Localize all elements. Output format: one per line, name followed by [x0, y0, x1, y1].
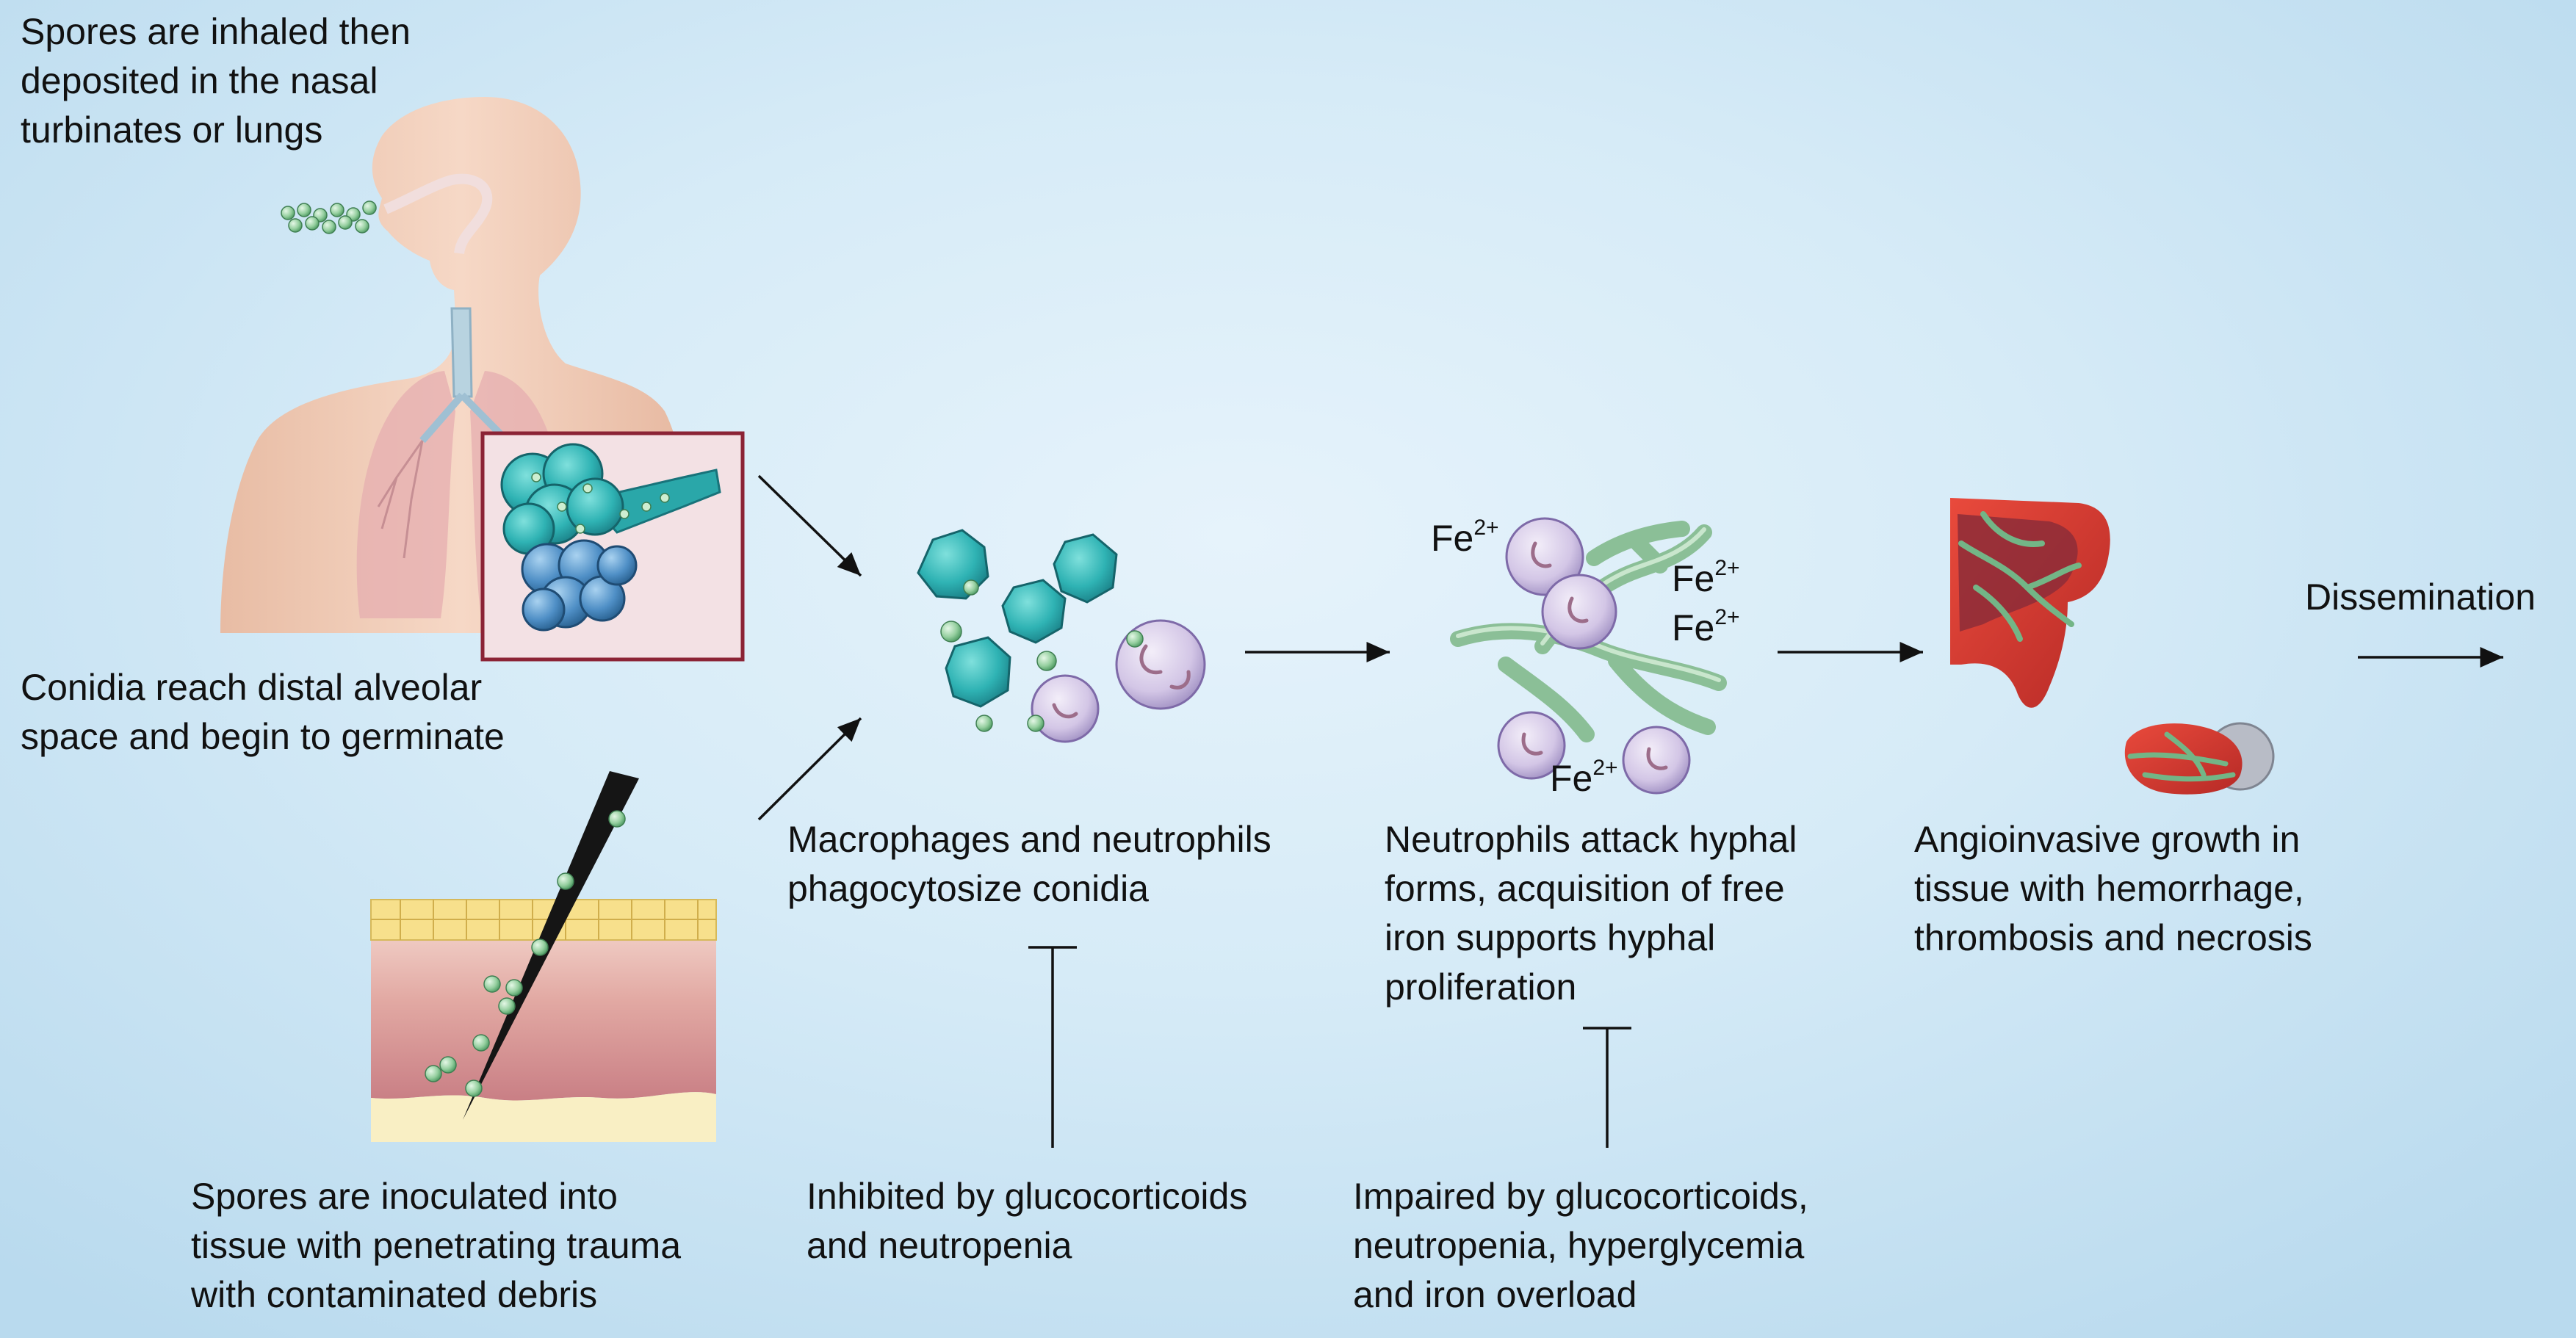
phagocytosis-inhibition: [1028, 946, 1077, 1148]
alveolar-sacs-blue: [521, 539, 638, 632]
attacking-neutrophils: [1497, 517, 1691, 795]
nasal-passage: [383, 173, 493, 255]
iron-ion-label: Fe2+: [1431, 516, 1499, 559]
step-inhalation-label: Spores are inhaled then deposited in the…: [21, 11, 411, 151]
alveolar-sacs-teal: [500, 443, 624, 555]
penetrating-object: [463, 771, 639, 1120]
fungal-hyphae: [1450, 521, 1727, 742]
step-alveolar-label: Conidia reach distal alveolar space and …: [21, 667, 505, 757]
skin-tissue: [371, 900, 716, 1101]
iron-ion-label: Fe2+: [1672, 605, 1740, 648]
attacking-neutrophil-nuclei: [1521, 541, 1668, 770]
inhibitor-phagocytosis-label: Inhibited by glucocorticoids and neutrop…: [807, 1176, 1248, 1266]
alveolus-inset: [480, 431, 745, 662]
hyphal-attack-inhibition: [1583, 1027, 1631, 1148]
alveolar-spores: [531, 472, 670, 534]
inhibition-bars: [1028, 946, 1631, 1148]
step-hyphal-attack-label: Neutrophils attack hyphal forms, acquisi…: [1385, 819, 1797, 1008]
subcutaneous-fat: [371, 1092, 716, 1142]
thrombus: [1958, 514, 2078, 632]
step-phagocytosis-label: Macrophages and neutrophils phagocytosiz…: [787, 819, 1271, 909]
iron-ion-label: Fe2+: [1550, 756, 1618, 799]
trachea: [450, 307, 473, 398]
inhibitor-hyphal-attack-label: Impaired by glucocorticoids, neutropenia…: [1353, 1176, 1808, 1315]
neutrophils: [1031, 619, 1206, 743]
hyphae-neutrophil-cluster: [1450, 517, 1727, 795]
skin-section-illustration: [370, 771, 717, 1142]
inhaled-spores: [281, 200, 377, 234]
phagocyte-cluster: [917, 529, 1206, 743]
angioinvasion-illustration: [1950, 498, 2275, 795]
neutrophil-nuclei: [1052, 644, 1191, 719]
arrow-alveolar-to-phagocytosis: [757, 474, 862, 577]
invading-hyphae: [1958, 511, 2082, 642]
step-dissemination-label: Dissemination: [2305, 576, 2536, 618]
flow-arrows: [757, 474, 2503, 821]
step-angioinvasion-label: Angioinvasive growth in tissue with hemo…: [1914, 819, 2312, 958]
arrow-inoculation-to-phagocytosis: [757, 717, 862, 821]
inoculated-spores: [425, 810, 626, 1097]
iron-ion-label: Fe2+: [1672, 556, 1740, 599]
macrophages: [917, 529, 1118, 708]
step-inoculation-label: Spores are inoculated into tissue with p…: [191, 1176, 682, 1315]
vessel-hyphae: [2127, 731, 2236, 782]
phagocytosed-conidia: [940, 579, 1144, 732]
